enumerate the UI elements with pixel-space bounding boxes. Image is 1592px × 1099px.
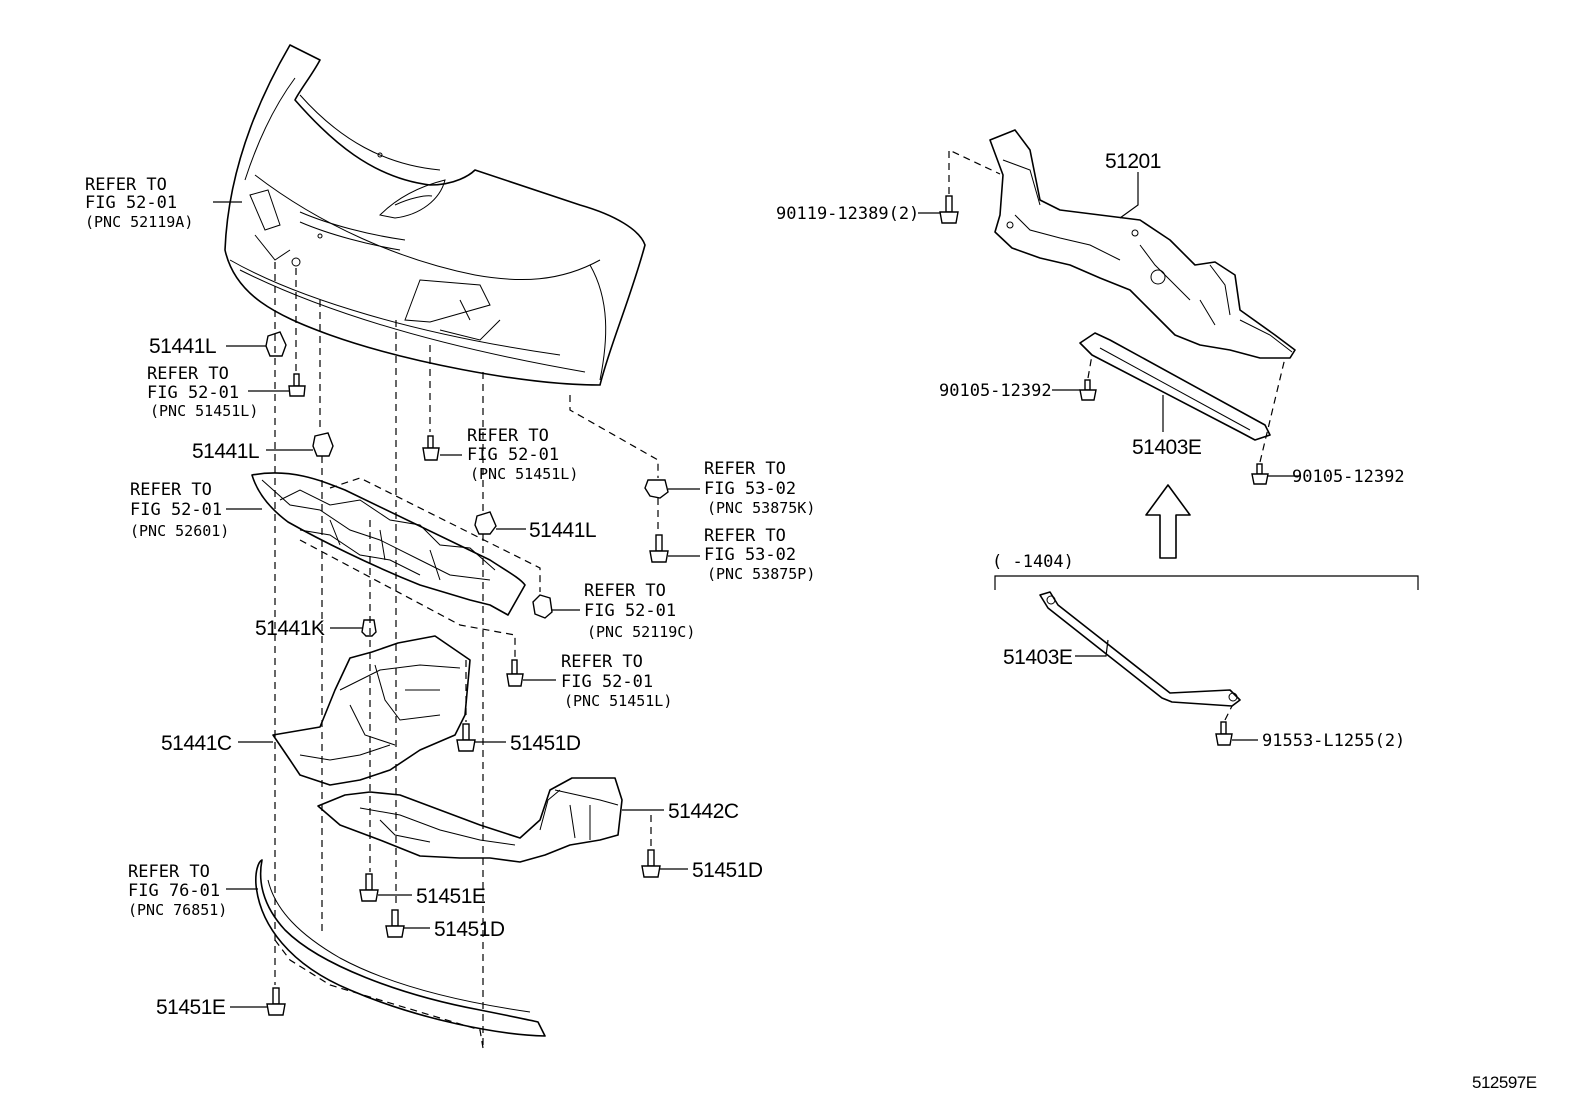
part-51441C: 51441C (161, 732, 232, 755)
part-51201: 51201 (1105, 150, 1161, 173)
ref-bolt-53875P-line2: FIG 53-02 (704, 545, 796, 565)
front-bumper-cover (224, 44, 646, 386)
bolt-51451D-a (456, 723, 476, 752)
part-91553-L1255: 91553-L1255(2) (1262, 731, 1405, 751)
ref-clip-53875K-line2: FIG 53-02 (704, 479, 796, 499)
clip-53875K (644, 479, 669, 499)
clip-51441K (361, 619, 377, 637)
bolt-90105-a (1079, 379, 1097, 401)
ref-screw-b-line2: FIG 52-01 (467, 445, 559, 465)
ref-spoiler-line1: REFER TO (128, 862, 210, 882)
fasteners (265, 195, 1269, 1016)
part-90119-12389: 90119-12389(2) (776, 204, 919, 224)
ref-clip-52119C-line2: FIG 52-01 (584, 601, 676, 621)
bolt-91553 (1215, 721, 1233, 746)
ref-screw-c-line2: FIG 52-01 (561, 672, 653, 692)
ref-screw-a-line1: REFER TO (147, 364, 229, 384)
bolt-51451E-b (266, 987, 286, 1016)
part-51451E-a: 51451E (416, 885, 486, 908)
part-51441K: 51441K (255, 617, 325, 640)
part-51442C: 51442C (668, 800, 739, 823)
clip-52119C (532, 594, 553, 619)
part-51441L-a: 51441L (149, 335, 216, 358)
ref-screw-c-line3: (PNC 51451L) (564, 692, 672, 710)
ref-retainer-line1: REFER TO (130, 480, 212, 500)
callout-labels: REFER TO FIG 52-01 (PNC 52119A) 51441L R… (85, 150, 1537, 1092)
variant-bracket (994, 575, 1419, 590)
clip-51441L-b (312, 432, 334, 457)
assembly-dashed-lines (274, 149, 1286, 1049)
bolt-53875P (649, 534, 669, 563)
bolt-51451D-c (385, 909, 405, 938)
part-90105-12392-b: 90105-12392 (1292, 467, 1405, 487)
ref-screw-a-line2: FIG 52-01 (147, 383, 239, 403)
ref-spoiler-line2: FIG 76-01 (128, 881, 220, 901)
up-arrow-icon (1145, 484, 1191, 559)
ref-screw-c-line1: REFER TO (561, 652, 643, 672)
front-spoiler (255, 859, 546, 1037)
ref-bumper-cover-line2: FIG 52-01 (85, 193, 177, 213)
suspension-crossmember (989, 129, 1296, 359)
ref-screw-a-line3: (PNC 51451L) (150, 402, 258, 420)
screw-ref-b (422, 435, 440, 461)
variant-note: ( -1404) (992, 552, 1074, 572)
bolt-51451E-a (359, 873, 379, 902)
engine-under-cover-front (272, 635, 471, 786)
engine-under-cover-rear (317, 777, 623, 863)
ref-clip-52119C-line3: (PNC 52119C) (587, 623, 695, 641)
clip-51441L-a (265, 331, 287, 357)
ref-clip-52119C-line1: REFER TO (584, 581, 666, 601)
part-51451D-b: 51451D (692, 859, 763, 882)
screw-ref-a (288, 373, 306, 397)
part-51441L-c: 51441L (529, 519, 596, 542)
ref-screw-b-line3: (PNC 51451L) (470, 465, 578, 483)
leader-lines (213, 172, 1300, 1008)
ref-screw-b-line1: REFER TO (467, 426, 549, 446)
ref-retainer-line2: FIG 52-01 (130, 500, 222, 520)
part-90105-12392-a: 90105-12392 (939, 381, 1052, 401)
screw-ref-c (506, 659, 524, 687)
part-51441L-b: 51441L (192, 440, 259, 463)
ref-bumper-cover-line3: (PNC 52119A) (85, 213, 193, 231)
bumper-retainer (251, 472, 526, 616)
diagram-code: 512597E (1472, 1073, 1537, 1092)
ref-spoiler-line3: (PNC 76851) (128, 901, 227, 919)
ref-bolt-53875P-line3: (PNC 53875P) (707, 565, 815, 583)
part-51451D-c: 51451D (434, 918, 505, 941)
bolt-90105-b (1251, 463, 1269, 485)
part-51451E-b: 51451E (156, 996, 226, 1019)
bolt-51451D-b (641, 849, 661, 878)
ref-retainer-line3: (PNC 52601) (130, 522, 229, 540)
front-suspension-brace (1079, 332, 1271, 441)
bolt-90119 (939, 195, 959, 224)
clip-51441L-c (474, 511, 497, 535)
part-51403E-b: 51403E (1003, 646, 1073, 669)
ref-bumper-cover-line1: REFER TO (85, 175, 167, 195)
lower-brace-rod (1039, 591, 1241, 707)
ref-clip-53875K-line3: (PNC 53875K) (707, 499, 815, 517)
part-51451D-a: 51451D (510, 732, 581, 755)
part-51403E-a: 51403E (1132, 436, 1202, 459)
ref-bolt-53875P-line1: REFER TO (704, 526, 786, 546)
ref-clip-53875K-line1: REFER TO (704, 459, 786, 479)
